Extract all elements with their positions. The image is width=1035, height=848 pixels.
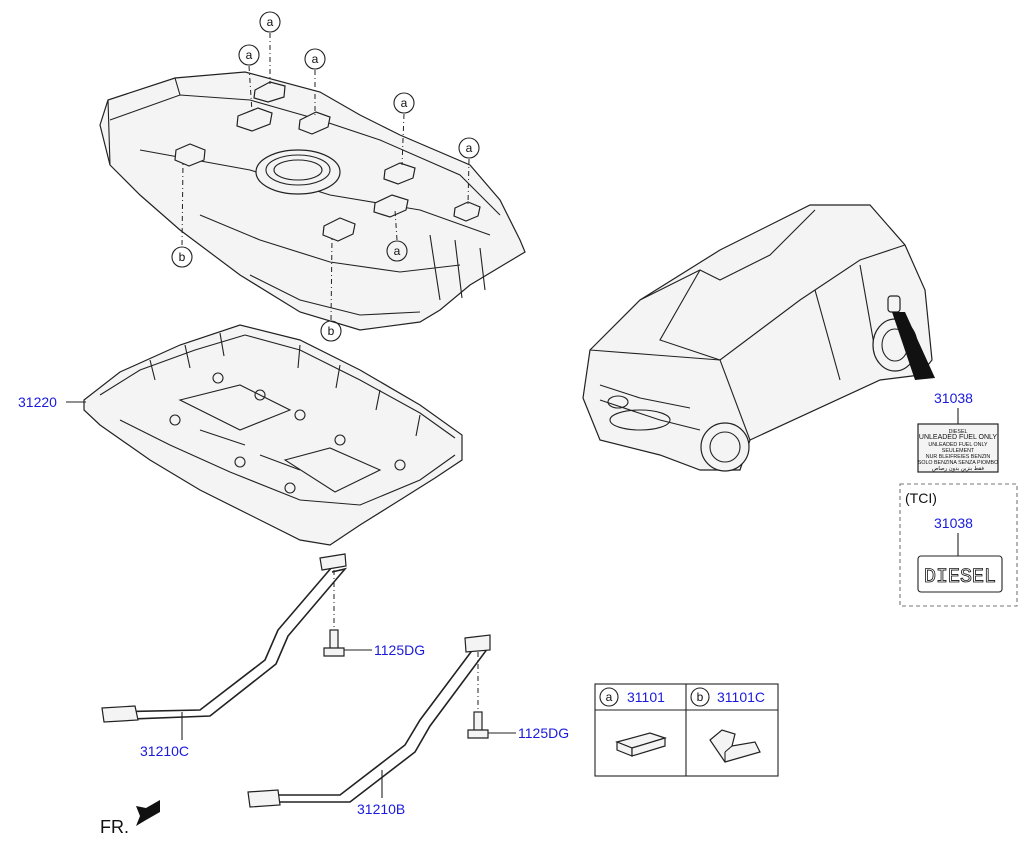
strap-31210c[interactable] <box>101 553 348 723</box>
svg-text:a: a <box>394 244 401 258</box>
part-number-31101[interactable]: 31101 <box>627 689 665 705</box>
part-number-1125dg-upper[interactable]: 1125DG <box>374 642 425 658</box>
part-number-31220[interactable]: 31220 <box>18 394 57 410</box>
svg-text:SOLO BENZINA SENZA PIOMBO: SOLO BENZINA SENZA PIOMBO <box>918 460 998 466</box>
fuel-door <box>887 295 901 313</box>
svg-text:b: b <box>179 250 186 264</box>
callout-a[interactable]: a <box>458 137 480 159</box>
part-number-31101c[interactable]: 31101C <box>717 689 765 705</box>
callout-a[interactable]: a <box>238 44 260 66</box>
part-number-31210b[interactable]: 31210B <box>357 801 405 817</box>
front-arrow-icon <box>136 800 160 826</box>
svg-text:NUR BLEIFREIES BENZIN: NUR BLEIFREIES BENZIN <box>926 454 991 460</box>
callout-a[interactable]: a <box>259 11 281 33</box>
bolt-1125dg-upper[interactable]: 1125DG <box>323 570 425 658</box>
bracket-31101c-illustration <box>709 729 761 763</box>
diesel-label[interactable] <box>917 555 1003 593</box>
svg-text:SEULEMENT: SEULEMENT <box>942 448 975 454</box>
strap-c-label-group: 31210C <box>140 712 189 759</box>
callout-b[interactable]: b <box>320 320 342 342</box>
callout-a[interactable]: a <box>393 92 415 114</box>
pad-31101-illustration <box>615 732 667 757</box>
svg-text:UNLEADED FUEL ONLY: UNLEADED FUEL ONLY <box>928 442 988 448</box>
fuel-caution-label[interactable] <box>917 423 999 473</box>
tci-variant-box: (TCI) 31038 DIESEL <box>899 483 1018 607</box>
tci-header: (TCI) <box>905 490 937 506</box>
svg-text:a: a <box>606 690 613 704</box>
tank-callouts: a a a a a a b b <box>171 11 480 342</box>
part-number-31038[interactable]: 31038 <box>934 390 973 406</box>
svg-text:a: a <box>401 96 408 110</box>
tank-tray[interactable] <box>83 324 463 546</box>
svg-text:UNLEADED FUEL ONLY: UNLEADED FUEL ONLY <box>919 434 998 441</box>
legend-callout-a: a <box>599 687 619 707</box>
diesel-text: DIESEL <box>924 566 996 589</box>
legend-table: a 31101 b 31101C <box>594 683 779 777</box>
callout-a[interactable]: a <box>304 48 326 70</box>
svg-text:a: a <box>466 141 473 155</box>
callout-a[interactable]: a <box>386 240 408 262</box>
tray-label-group: 31220 <box>18 394 86 410</box>
fuel-label-group: 31038 DIESEL UNLEADED FUEL ONLY UNLEADED… <box>917 390 999 473</box>
svg-text:b: b <box>697 690 704 704</box>
part-number-1125dg-lower[interactable]: 1125DG <box>518 725 569 741</box>
front-direction-indicator: FR. <box>100 800 160 837</box>
bolt-1125dg-lower[interactable]: 1125DG <box>467 652 569 741</box>
svg-text:a: a <box>246 48 253 62</box>
fr-label: FR. <box>100 817 129 837</box>
vehicle-illustration <box>582 204 935 472</box>
svg-text:فقط بنزين بدون رصاص: فقط بنزين بدون رصاص <box>932 466 984 472</box>
fuel-tank[interactable] <box>99 71 526 331</box>
svg-text:a: a <box>267 15 274 29</box>
part-number-31210c[interactable]: 31210C <box>140 743 189 759</box>
tank-callout-leaders <box>181 33 470 321</box>
strap-31210b[interactable] <box>247 634 491 808</box>
legend-callout-b: b <box>690 687 710 707</box>
svg-text:a: a <box>312 52 319 66</box>
part-number-31038-tci[interactable]: 31038 <box>934 515 973 531</box>
svg-text:b: b <box>328 324 335 338</box>
svg-text:DIESEL: DIESEL <box>949 429 968 435</box>
callout-b[interactable]: b <box>171 246 193 268</box>
strap-b-label-group: 31210B <box>357 770 405 817</box>
